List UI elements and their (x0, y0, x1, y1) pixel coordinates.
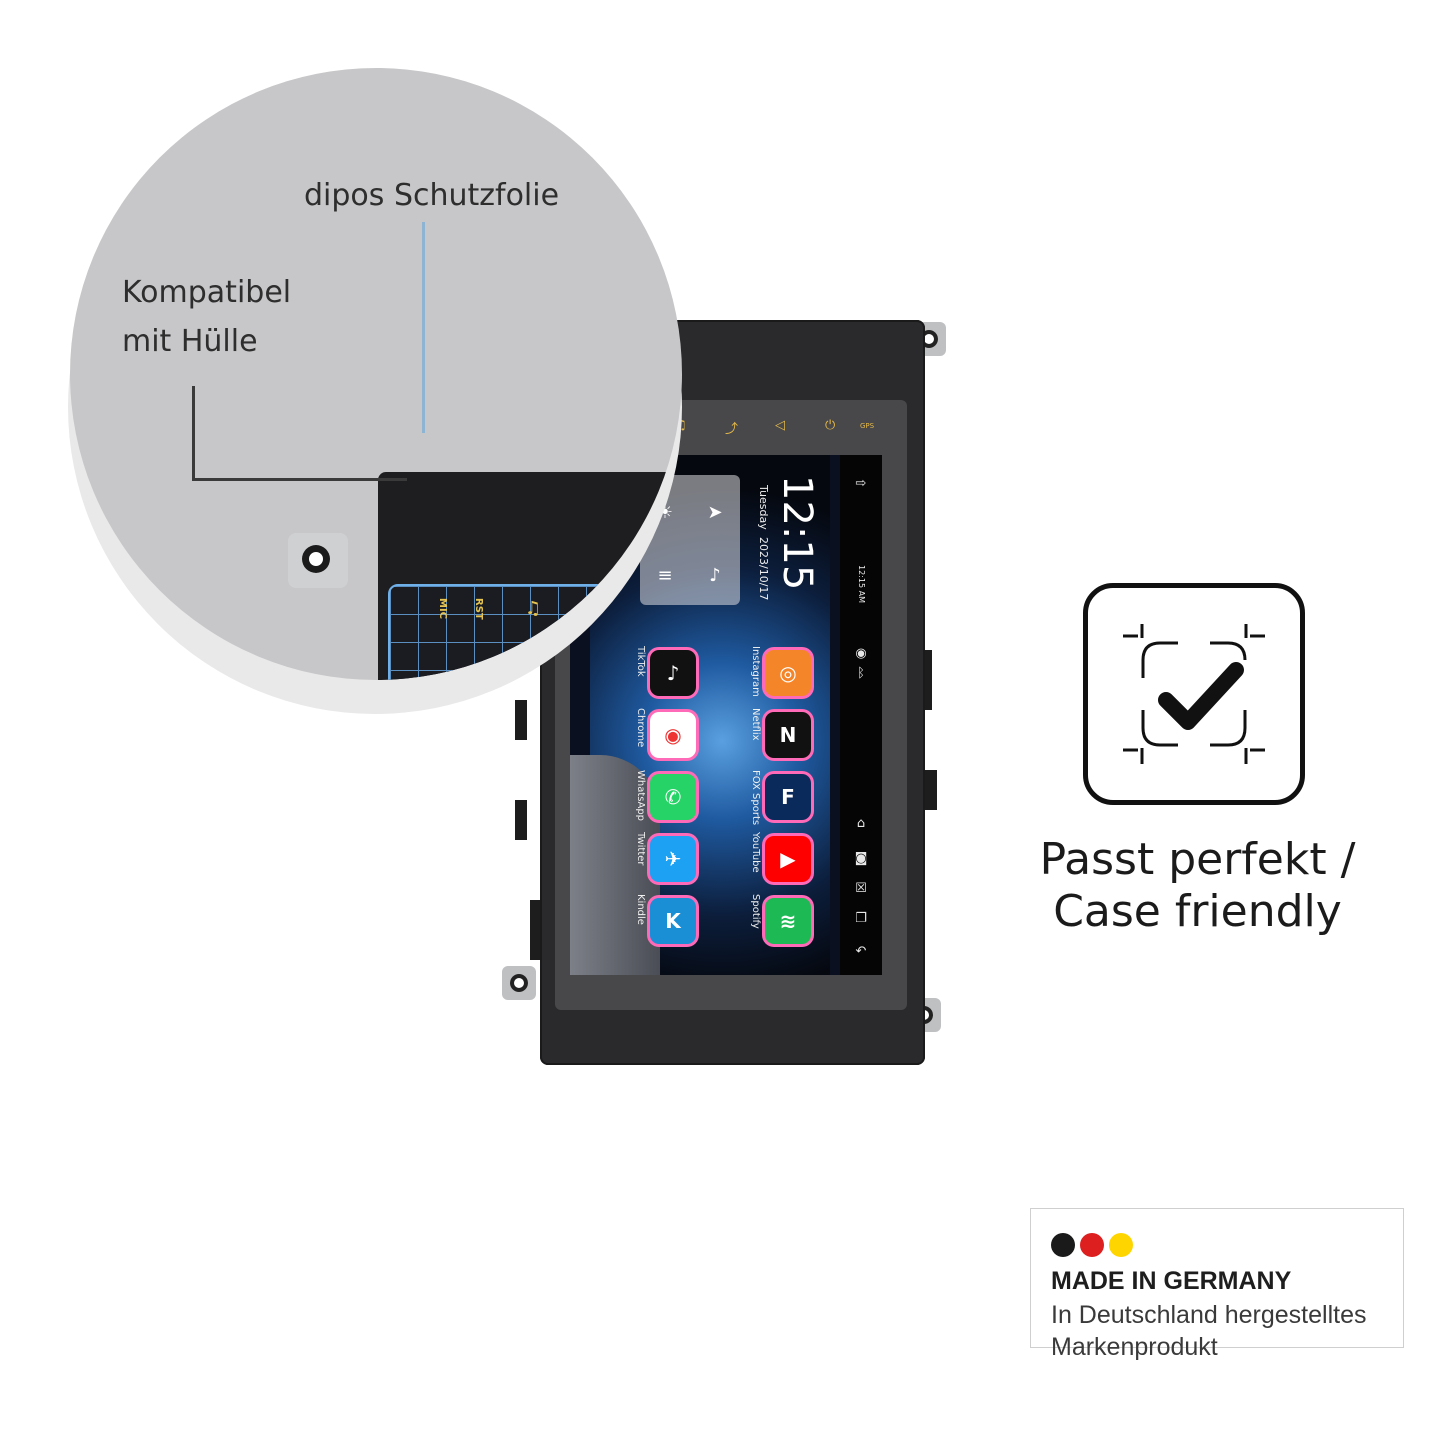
volume-down-icon[interactable]: ◁ (775, 418, 785, 433)
sound-icon[interactable]: ♪ (709, 565, 721, 586)
bluetooth-icon: ᛒ (857, 666, 865, 681)
app-label: Netflix (750, 708, 761, 741)
chrome-icon[interactable]: ◉ (650, 712, 696, 758)
bell-icon: ♫ (525, 598, 542, 619)
power-icon[interactable]: ⏻ (825, 418, 836, 433)
app-label: WhatsApp (635, 770, 646, 822)
side-tab (925, 770, 937, 810)
fox-sports-icon[interactable]: F (765, 774, 811, 820)
clock-date: 2023/10/17 (757, 537, 770, 601)
made-in-germany-label: MADE IN GERMANY In Deutschland hergestel… (1030, 1208, 1404, 1361)
film-label: dipos Schutzfolie (304, 178, 560, 213)
volume-up-icon[interactable]: ⤴ (725, 422, 739, 437)
app-label: Twitter (635, 832, 646, 866)
camera-icon[interactable]: ◙ (854, 851, 868, 866)
clock-day: Tuesday (757, 485, 770, 530)
rocket-icon[interactable]: ➤ (707, 502, 723, 523)
instagram-icon[interactable]: ◎ (765, 650, 811, 696)
app-label: Spotify (750, 894, 761, 929)
wifi-icon: ◉ (855, 646, 867, 661)
whatsapp-icon[interactable]: ✆ (650, 774, 696, 820)
case-label-line1: Kompatibel (122, 275, 292, 310)
youtube-icon[interactable]: ▶ (765, 836, 811, 882)
rst-label: RST (473, 598, 484, 620)
kindle-icon[interactable]: K (650, 898, 696, 944)
close-icon[interactable]: ☒ (855, 881, 867, 896)
flag-dot-black (1051, 1233, 1075, 1257)
back-icon[interactable]: ↶ (855, 944, 867, 959)
film-pointer-line (422, 222, 425, 433)
mount-ear-bottom-left (502, 966, 536, 1000)
recent-apps-icon[interactable]: ❐ (855, 911, 867, 926)
status-bar: 12:15 AM ◉ ᛒ ⇨ ⌂ ◙ ☒ ❐ ↶ (840, 455, 882, 975)
magnifier-circle: MIC RST ♫ dipos Schutzfolie Kompatibel m… (70, 68, 682, 680)
netflix-icon[interactable]: N (765, 712, 811, 758)
mig-line2: Markenprodukt (1051, 1333, 1218, 1361)
clock-widget: 12:15 Tuesday 2023/10/17 (750, 475, 830, 605)
zoomed-mount-ear (288, 533, 348, 588)
mig-line1: In Deutschland hergestelltes (1051, 1301, 1367, 1329)
zoomed-protector-film (388, 584, 642, 680)
flag-dot-red (1080, 1233, 1104, 1257)
flag-dot-gold (1109, 1233, 1133, 1257)
mic-label: MIC (437, 598, 448, 620)
caption-line1: Passt perfekt / (1039, 834, 1356, 885)
home-icon[interactable]: ⌂ (856, 816, 866, 831)
hardware-button-bar: ♫ ⤴ ◁ ⏻ GPS (670, 410, 900, 440)
case-pointer-line (192, 386, 407, 481)
app-label: FOX Sports (750, 770, 761, 826)
side-tab (515, 800, 527, 840)
app-label: Kindle (635, 894, 646, 925)
status-time: 12:15 AM (857, 565, 866, 603)
mig-title: MADE IN GERMANY (1051, 1267, 1292, 1295)
clock-time: 12:15 (774, 475, 820, 591)
twitter-icon[interactable]: ✈ (650, 836, 696, 882)
app-label: Chrome (635, 708, 646, 748)
wallpaper-rock (570, 755, 660, 975)
case-label-line2: mit Hülle (122, 324, 258, 359)
gps-label[interactable]: GPS (860, 422, 875, 430)
android-screen: ☀ ➤ ≡ ♪ 12:15 Tuesday 2023/10/17 12:15 A… (570, 455, 882, 975)
app-label: YouTube (750, 832, 761, 873)
app-label: Instagram (750, 646, 761, 697)
navigation-icon[interactable]: ⇨ (855, 476, 867, 491)
check-frame-icon (1123, 624, 1265, 764)
side-tab (515, 700, 527, 740)
side-tab (530, 900, 542, 960)
badge-caption: Passt perfekt / Case friendly (1020, 834, 1375, 938)
caption-line2: Case friendly (1053, 886, 1342, 937)
case-friendly-badge (1083, 583, 1305, 805)
spotify-icon[interactable]: ≋ (765, 898, 811, 944)
